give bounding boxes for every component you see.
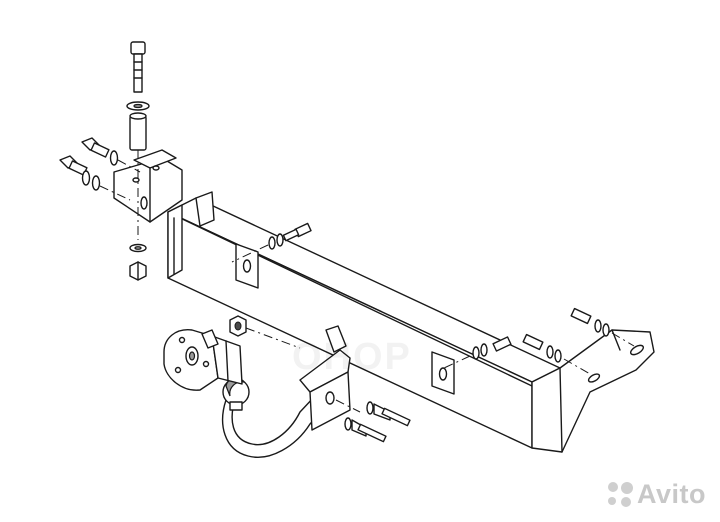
cross-beam [167,191,655,453]
left-side-bracket [113,149,183,223]
faint-watermark: OHOP [292,336,412,378]
avito-logo-icon [608,482,633,507]
socket-mounting-plate [163,329,243,391]
ball-mount-bolt-set [335,399,411,443]
right-bolt-set [522,307,635,375]
vertical-bolt-stack [126,41,150,281]
watermark-brand: Avito [637,479,706,509]
tow-ball-arm [222,325,351,458]
upper-left-bolt-set [59,137,141,201]
hex-nut [229,315,301,349]
avito-watermark: Avito [608,479,706,510]
beam-bolt-set-1 [231,222,312,263]
beam-bolt-set-2 [443,336,512,369]
